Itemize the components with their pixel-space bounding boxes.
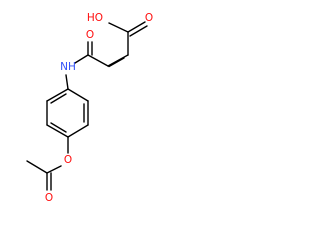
ring-bond-6	[46, 88, 69, 102]
ring-bond-1	[67, 88, 89, 102]
ring-bond-3	[67, 124, 89, 138]
bond-c3-c4	[87, 54, 109, 67]
chemical-structure: HO O O NH O O	[26, 12, 153, 204]
atom-label-amine-nitrogen: NH	[60, 61, 76, 73]
ring-bond-4	[46, 124, 69, 138]
bond-acetyl-ch3	[26, 160, 48, 174]
ring-inner-3	[50, 93, 67, 104]
atom-label-amide-oxygen: O	[86, 29, 94, 41]
bond-c1-o-double-a	[127, 21, 146, 33]
bond-n-ring	[65, 74, 69, 90]
atom-label-acetyl-oxygen: O	[45, 192, 53, 204]
bond-c2-c3-double-b	[108, 57, 125, 68]
bond-c1-oh	[108, 22, 129, 33]
atom-label-hydroxyl: HO	[87, 12, 103, 24]
ring-inner-2	[50, 122, 67, 133]
bond-c4-n	[74, 54, 89, 64]
atom-label-carboxyl-oxygen: O	[145, 12, 153, 24]
bond-o-cacetyl	[46, 165, 62, 174]
bond-group	[26, 21, 148, 191]
atom-label-ester-oxygen: O	[64, 154, 72, 166]
bond-c1-o-double-b	[129, 25, 148, 37]
atom-label-group: HO O O NH O O	[45, 12, 153, 204]
bond-c2-c3-double-a	[107, 54, 129, 67]
